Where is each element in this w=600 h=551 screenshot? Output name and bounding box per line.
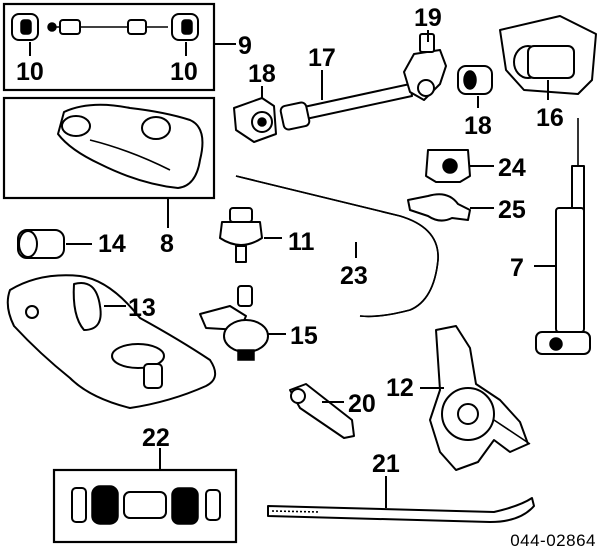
callout-9: 9: [238, 32, 252, 60]
torsion-anchor-19: [403, 30, 447, 101]
callout-18-right: 18: [464, 112, 492, 140]
upper-arm-frame: [2, 96, 216, 228]
callout-13: 13: [128, 294, 156, 322]
upper-control-arm: [57, 103, 204, 189]
bushing-right: [171, 13, 199, 41]
ball-joint-15: [199, 285, 286, 361]
callout-7: 7: [510, 254, 524, 282]
callout-18-left: 18: [248, 60, 276, 88]
callout-22: 22: [142, 424, 170, 452]
lower-control-arm: [6, 274, 217, 409]
diagram-reference-code: 044-02864: [510, 531, 596, 550]
shock-absorber: [534, 118, 591, 355]
stabilizer-bar: [235, 175, 439, 318]
callout-10-right: 10: [170, 58, 198, 86]
anchor-arm-18-left: [233, 86, 277, 143]
torsion-bar: [279, 70, 413, 131]
bushing-left: [11, 13, 39, 41]
strut-rod-bushings: [71, 485, 221, 525]
stabilizer-bushing-24: [425, 149, 494, 183]
strut-rod: [267, 476, 535, 523]
bushing-bolt: [47, 19, 168, 35]
bushing-kit-frame: [2, 2, 236, 92]
callout-10-left: 10: [16, 58, 44, 86]
steering-arm: [289, 383, 355, 439]
callout-20: 20: [348, 390, 376, 418]
strut-rod-kit-frame: [52, 448, 238, 544]
stabilizer-bracket-25: [407, 193, 494, 222]
callout-15: 15: [290, 322, 318, 350]
callout-25: 25: [498, 196, 526, 224]
bushing-14: [17, 229, 92, 259]
callout-24: 24: [498, 154, 526, 182]
anchor-bushing-18-right: [457, 65, 493, 108]
callout-8: 8: [160, 230, 174, 258]
ball-joint-11: [219, 207, 282, 263]
callout-14: 14: [98, 230, 126, 258]
callout-21: 21: [372, 450, 400, 478]
callout-17: 17: [308, 44, 336, 72]
steering-knuckle: [420, 325, 531, 471]
callout-19: 19: [414, 4, 442, 32]
callout-11: 11: [288, 228, 315, 256]
callout-16: 16: [536, 104, 564, 132]
crossmember-bracket: [499, 15, 597, 100]
callout-labels: 9 10 10 17 18 18 19 16 24 25 8 14 11 23 …: [16, 4, 596, 550]
callout-23: 23: [340, 262, 368, 290]
callout-12: 12: [386, 374, 414, 402]
